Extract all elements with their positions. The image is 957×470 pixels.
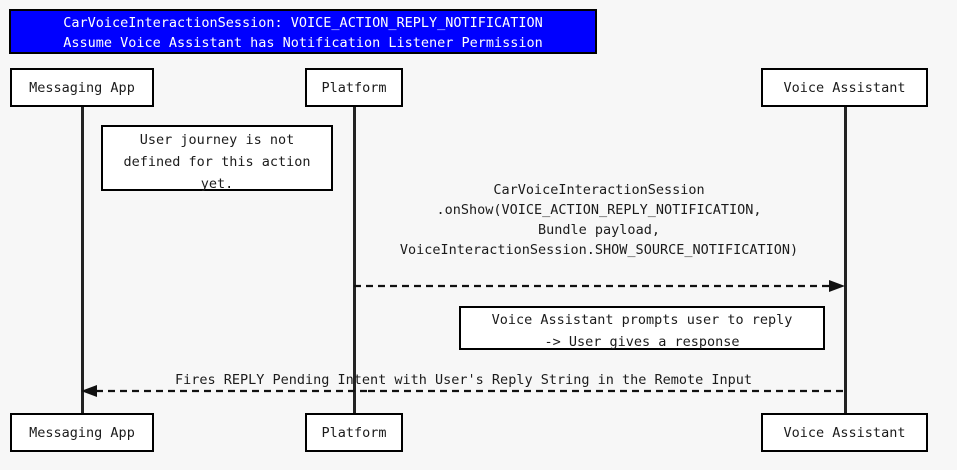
lifeline-voice-assistant xyxy=(844,105,847,413)
message-label-reply-pending-intent: Fires REPLY Pending Intent with User's R… xyxy=(82,370,845,390)
participant-bottom-messaging-app[interactable]: Messaging App xyxy=(10,413,154,452)
note-voice-prompt-line-2: -> User gives a response xyxy=(544,334,740,350)
message-arrow-reply-pending-intent xyxy=(81,385,845,397)
note-user-journey: User journey is not defined for this act… xyxy=(101,125,333,192)
note-user-journey-line-1: User journey is not xyxy=(139,132,295,148)
message-label-reply-pending-intent-line-1: Fires REPLY Pending Intent with User's R… xyxy=(174,372,753,388)
participant-top-platform[interactable]: Platform xyxy=(305,68,403,107)
participant-bottom-platform[interactable]: Platform xyxy=(305,413,403,452)
message-label-onshow-line-4: VoiceInteractionSession.SHOW_SOURCE_NOTI… xyxy=(399,242,799,258)
arrowhead-left-icon xyxy=(81,385,97,397)
arrowhead-right-icon xyxy=(829,280,845,292)
message-label-onshow: CarVoiceInteractionSession .onShow(VOICE… xyxy=(354,180,844,260)
participant-top-messaging-app[interactable]: Messaging App xyxy=(10,68,154,107)
note-user-journey-line-2: defined for this action xyxy=(123,154,311,170)
note-user-journey-line-3: yet. xyxy=(200,176,234,192)
note-voice-prompt: Voice Assistant prompts user to reply ->… xyxy=(459,306,825,350)
diagram-title-line-1: CarVoiceInteractionSession: VOICE_ACTION… xyxy=(63,15,543,31)
participant-top-voice-assistant[interactable]: Voice Assistant xyxy=(761,68,928,107)
diagram-title-line-2: Assume Voice Assistant has Notification … xyxy=(63,35,543,51)
message-label-onshow-line-2: .onShow(VOICE_ACTION_REPLY_NOTIFICATION, xyxy=(436,202,762,218)
lifeline-messaging-app xyxy=(81,105,84,413)
message-arrow-onshow xyxy=(354,280,845,292)
message-label-onshow-line-1: CarVoiceInteractionSession xyxy=(493,182,705,198)
note-voice-prompt-line-1: Voice Assistant prompts user to reply xyxy=(491,312,793,328)
participant-bottom-voice-assistant[interactable]: Voice Assistant xyxy=(761,413,928,452)
diagram-title-banner: CarVoiceInteractionSession: VOICE_ACTION… xyxy=(9,9,597,54)
message-label-onshow-line-3: Bundle payload, xyxy=(538,222,660,238)
lifeline-platform xyxy=(353,105,356,413)
